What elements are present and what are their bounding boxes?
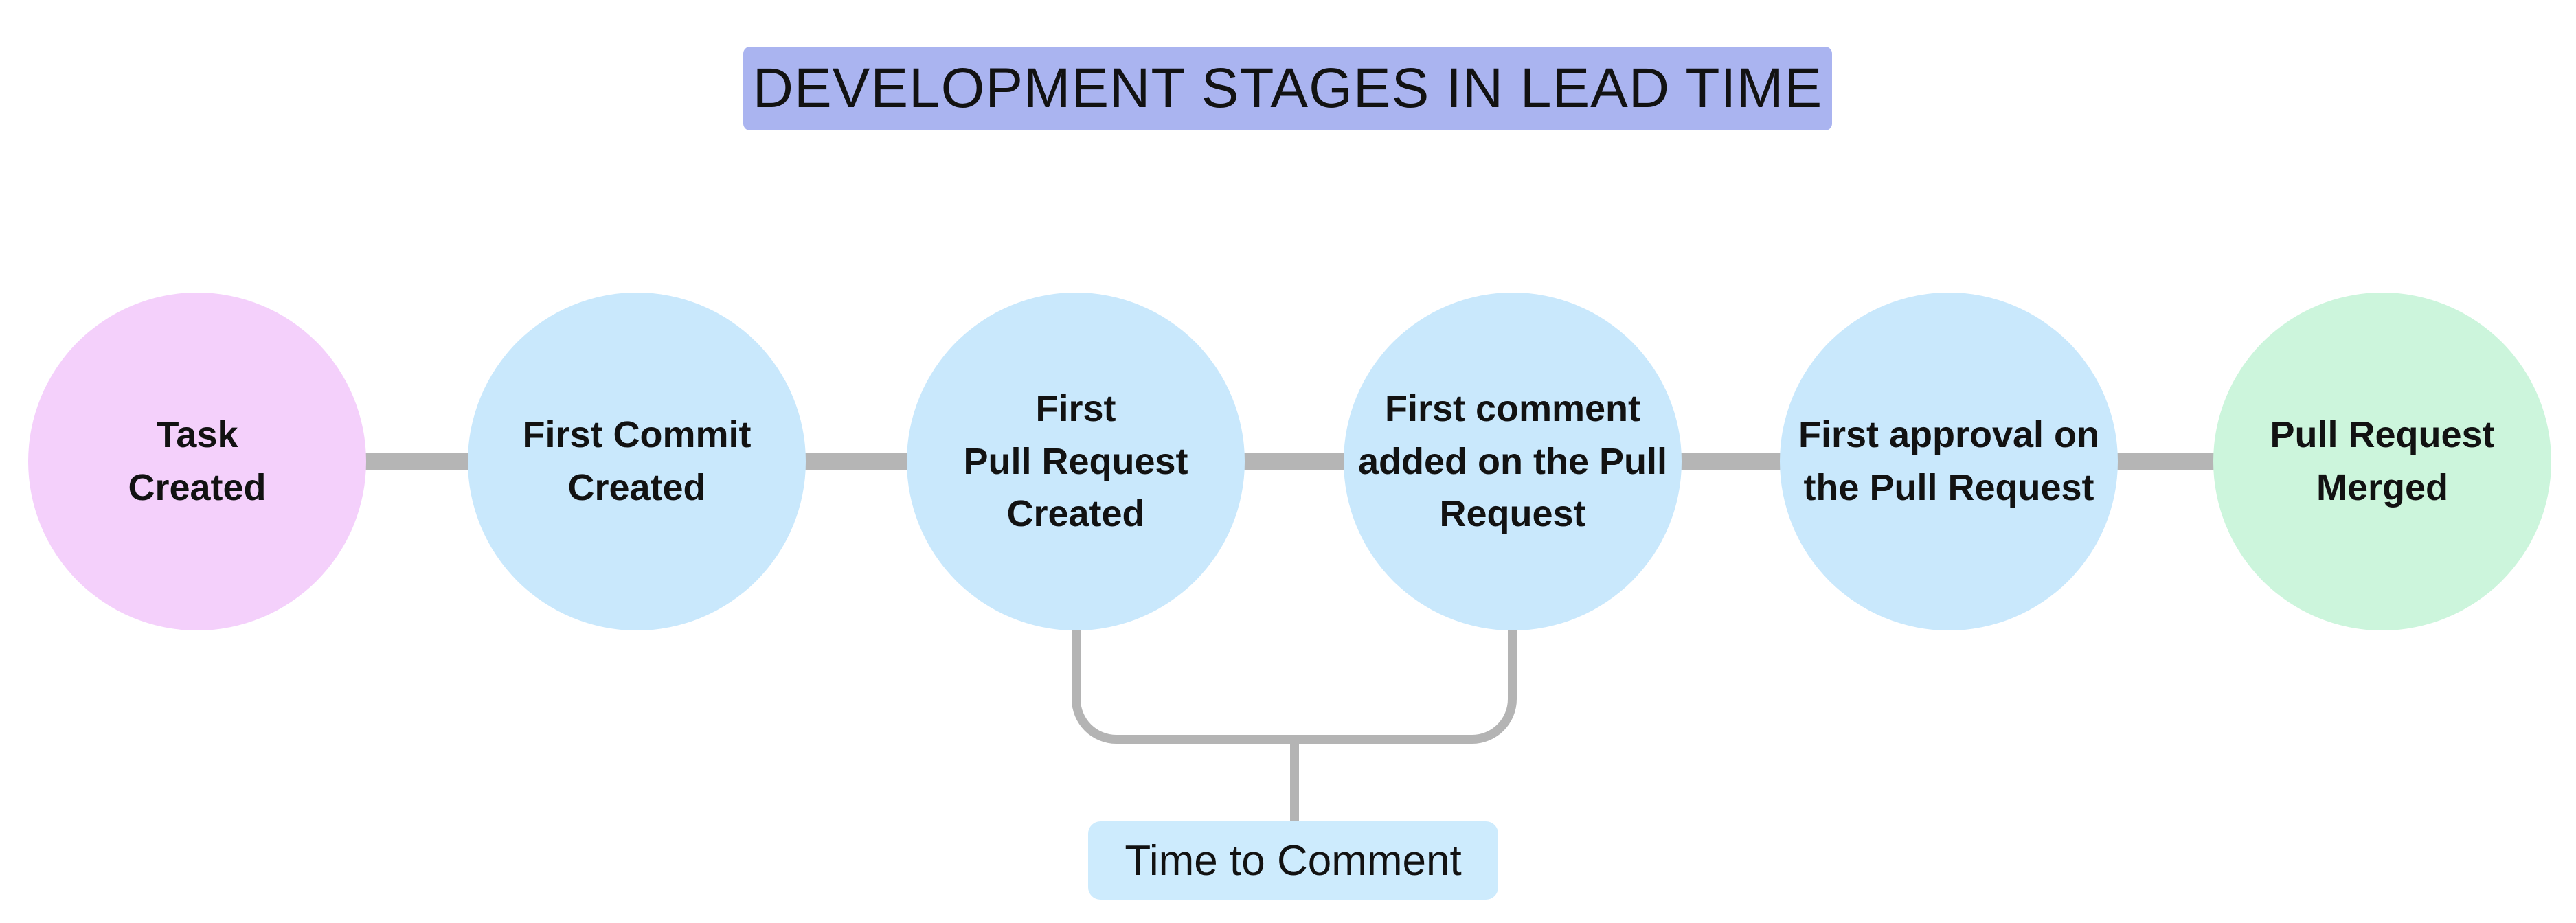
stage-circle-first-approval: First approval on the Pull Request bbox=[1780, 293, 2118, 630]
stage-label-first-approval: First approval on the Pull Request bbox=[1798, 414, 2100, 508]
stage-label-pull-request-merged: Pull Request Merged bbox=[2270, 414, 2495, 508]
diagram-title: DEVELOPMENT STAGES IN LEAD TIME bbox=[743, 47, 1832, 130]
stage-label-first-comment-added: First comment added on the Pull Request bbox=[1357, 387, 1667, 535]
stage-label-first-commit-created: First Commit Created bbox=[522, 414, 752, 508]
stage-circle-task-created: Task Created bbox=[28, 293, 366, 630]
time-to-comment-bracket bbox=[1072, 627, 1517, 744]
stage-label-task-created: Task Created bbox=[128, 414, 267, 508]
time-to-comment-bracket-stem bbox=[1290, 740, 1299, 823]
stage-circle-first-pull-request-created: First Pull Request Created bbox=[907, 293, 1245, 630]
time-to-comment-label: Time to Comment bbox=[1088, 821, 1498, 900]
stage-label-first-pull-request-created: First Pull Request Created bbox=[963, 387, 1188, 535]
stage-circle-pull-request-merged: Pull Request Merged bbox=[2213, 293, 2551, 630]
stage-circle-first-commit-created: First Commit Created bbox=[468, 293, 806, 630]
stage-circle-first-comment-added: First comment added on the Pull Request bbox=[1344, 293, 1682, 630]
